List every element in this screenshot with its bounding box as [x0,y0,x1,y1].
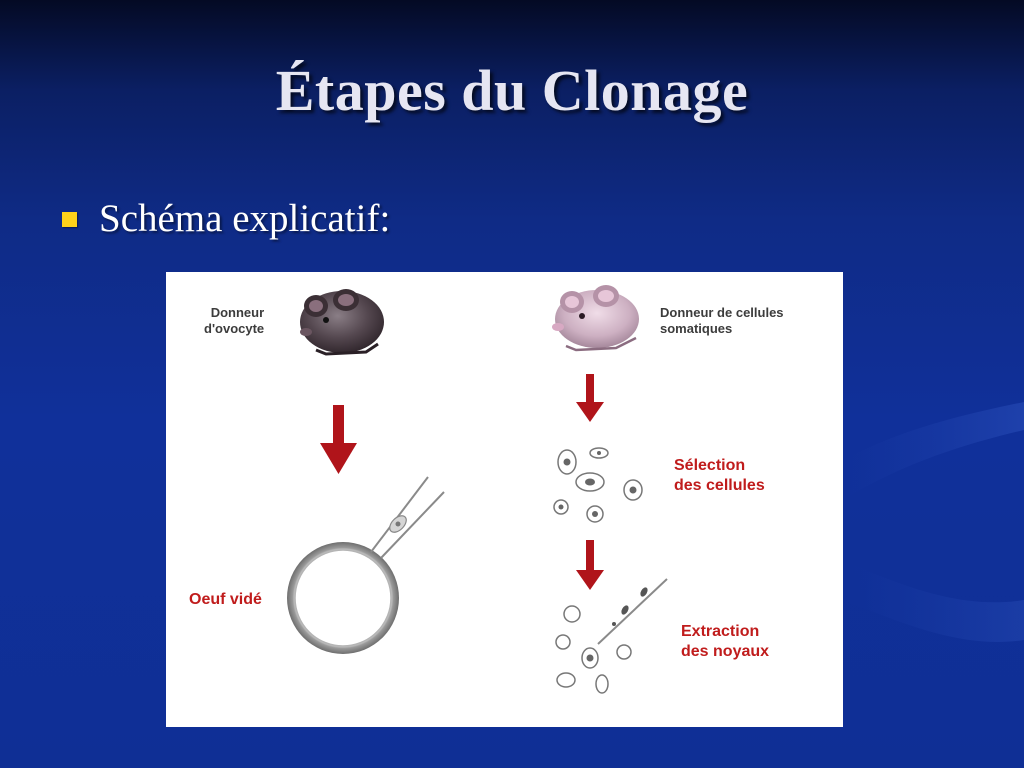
cell-icon [555,634,571,650]
empty-egg-icon [287,542,399,654]
mouse-light-icon [552,285,639,352]
label-oocyte-donor: Donneur d'ovocyte [204,305,264,338]
down-arrow-icon [576,540,604,590]
cell-icon [557,449,577,475]
label-somatic-donor-line-1: Donneur de cellules [660,305,784,320]
label-empty-egg: Oeuf vidé [189,590,262,610]
cell-icon [595,674,609,694]
label-nucleus-extraction-line-1: Extraction [681,623,760,640]
label-nucleus-extraction: Extraction des noyaux [681,622,769,662]
down-arrow-icon [576,374,604,422]
cloning-diagram: Donneur d'ovocyte Donneur de cellules so… [166,272,843,727]
cell-icon [553,499,569,515]
cell-group-extraction [555,605,632,694]
label-nucleus-extraction-line-2: des noyaux [681,643,770,660]
micropipette-icon [597,578,668,645]
cell-group-selection [553,447,643,523]
label-oocyte-donor-line-2: d'ovocyte [204,321,265,337]
cell-icon [589,447,609,459]
label-somatic-donor: Donneur de cellules somatiques [660,305,784,338]
micropipette-icon [370,476,445,559]
cell-icon [616,644,632,660]
cell-icon [581,647,599,669]
bullet-text: Schéma explicatif: [99,196,391,240]
cell-icon [586,505,604,523]
mouse-dark-icon [300,289,384,356]
label-somatic-donor-line-2: somatiques [660,321,733,337]
cell-icon [575,472,605,492]
bullet-square-icon [62,211,77,227]
label-oocyte-donor-line-1: Donneur [210,305,265,320]
label-cell-selection: Sélection des cellules [674,456,765,496]
bullet-item: Schéma explicatif: [62,193,390,243]
cell-icon [623,479,643,501]
label-cell-selection-line-1: Sélection [674,457,746,474]
down-arrow-icon [320,405,357,474]
slide-title: Étapes du Clonage [275,58,749,123]
label-cell-selection-line-2: des cellules [674,477,765,494]
diagram-graphics [287,285,668,694]
label-empty-egg-line-1: Oeuf vidé [189,591,262,608]
cell-icon [563,605,581,623]
cell-icon [556,672,576,688]
